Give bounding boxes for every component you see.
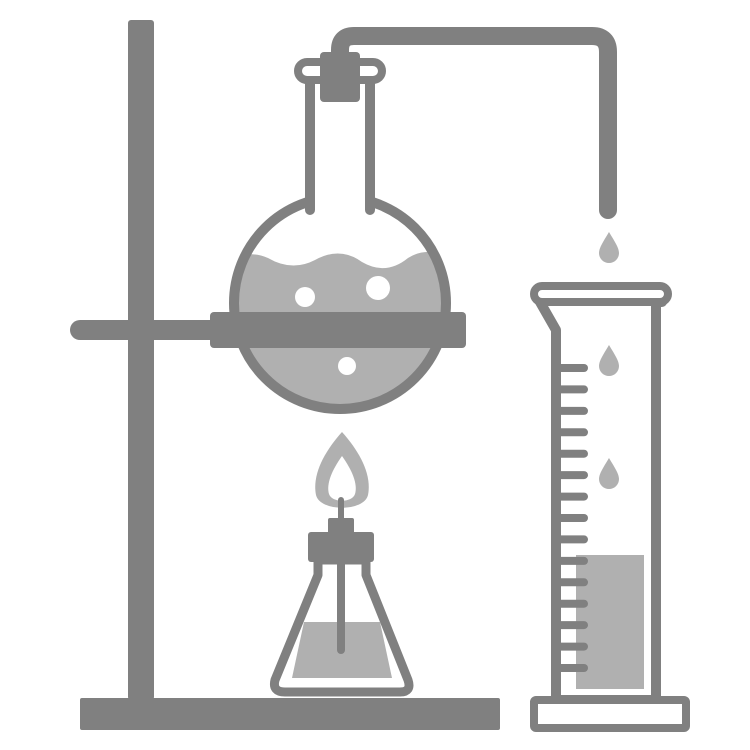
- lamp-collar: [308, 532, 374, 562]
- droplet: [599, 458, 619, 489]
- stand-base: [80, 698, 500, 730]
- cylinder-tick: [556, 578, 588, 587]
- round-bottom-flask-icon: [229, 52, 451, 414]
- flask-clamp-ring: [210, 312, 466, 348]
- cylinder-tick: [556, 535, 588, 544]
- droplet: [599, 232, 619, 263]
- graduated-cylinder-icon: [530, 282, 690, 732]
- cylinder-tick: [556, 664, 588, 672]
- cylinder-rim: [530, 282, 672, 306]
- flask-stopper: [320, 52, 360, 102]
- droplet: [599, 345, 619, 376]
- cylinder-tick: [556, 556, 588, 565]
- flask-neck: [305, 63, 375, 215]
- cylinder-tick: [556, 449, 588, 458]
- bubble: [338, 357, 356, 375]
- cylinder-base: [530, 696, 690, 732]
- cylinder-ticks: [556, 364, 588, 672]
- cylinder-tick: [556, 492, 588, 501]
- cylinder-tick: [556, 364, 588, 372]
- bubble: [366, 276, 390, 300]
- cylinder-tick: [556, 471, 588, 480]
- stand-rod: [128, 20, 154, 700]
- ring-stand-icon: [70, 20, 500, 730]
- cylinder-tick: [556, 385, 588, 394]
- delivery-tube-icon: [331, 27, 617, 219]
- droplet-icon: [599, 232, 619, 489]
- cylinder-tick: [556, 599, 588, 608]
- flame-icon: [315, 432, 369, 508]
- spirit-lamp-icon: [270, 497, 414, 697]
- cylinder-tick: [556, 621, 588, 630]
- cylinder-tick: [556, 514, 588, 522]
- cylinder-tick: [556, 406, 588, 415]
- bubble: [295, 287, 315, 307]
- cylinder-tick: [556, 642, 588, 651]
- stand-clamp-arm: [70, 320, 220, 340]
- cylinder-tick: [556, 428, 588, 437]
